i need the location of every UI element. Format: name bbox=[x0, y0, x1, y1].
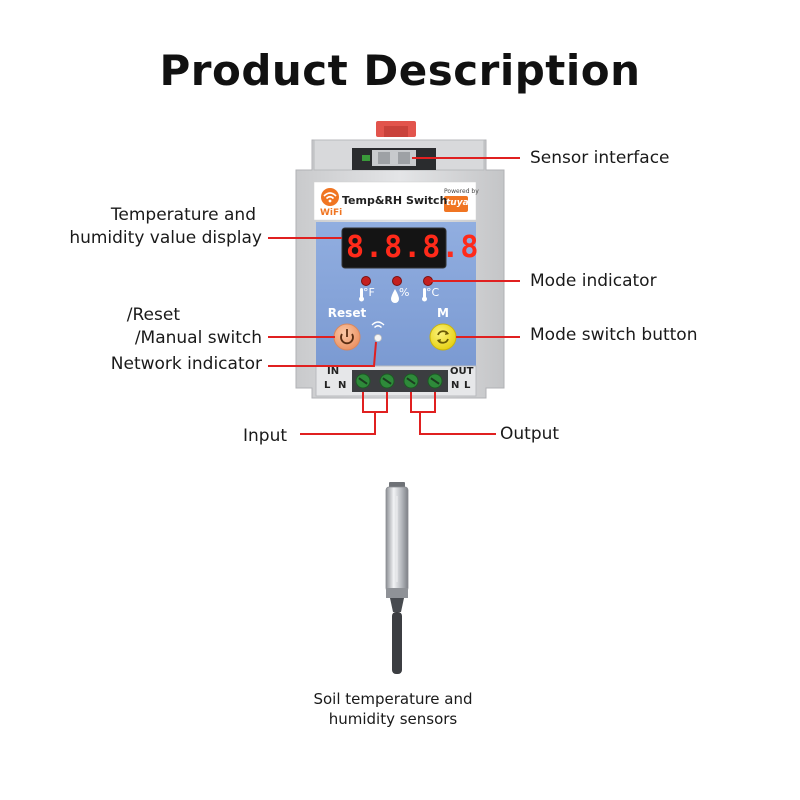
mode-button bbox=[429, 323, 457, 351]
output-label: Output bbox=[500, 424, 560, 444]
unit-fahrenheit-label: °F bbox=[363, 286, 375, 299]
digital-display bbox=[341, 227, 447, 269]
power-icon bbox=[340, 333, 354, 345]
led-humidity bbox=[392, 276, 402, 286]
network-indicator-label: Network indicator bbox=[110, 354, 262, 374]
tuya-logo bbox=[444, 196, 468, 212]
sensor-interface-label: Sensor interface bbox=[530, 148, 670, 168]
network-wifi-icon bbox=[371, 321, 385, 326]
device-brand-name: Temp&RH Switch bbox=[342, 194, 448, 207]
terminal-screws bbox=[355, 373, 443, 389]
unit-humidity-label: % bbox=[399, 286, 410, 299]
sensor-caption-line2: humidity sensors bbox=[328, 710, 458, 728]
powered-by-label: Powered by bbox=[444, 188, 479, 195]
sensor-caption-line1: Soil temperature and bbox=[313, 690, 473, 708]
leader-lines bbox=[268, 157, 520, 435]
display-label-line2: humidity value display bbox=[69, 228, 262, 248]
thermometer-icon bbox=[360, 288, 363, 298]
page-title: Product Description bbox=[159, 46, 641, 95]
input-label: Input bbox=[243, 426, 288, 446]
mode-button-label: M bbox=[437, 306, 449, 320]
terminal-out-l-label: L bbox=[464, 380, 471, 391]
mode-switch-label: Mode switch button bbox=[530, 325, 698, 345]
unit-celsius-label: °C bbox=[426, 286, 440, 299]
terminal-in-n-label: N bbox=[338, 380, 347, 391]
reset-label-line2: /Manual switch bbox=[134, 328, 262, 348]
thermometer-icon bbox=[423, 288, 426, 298]
reset-label-line1: /Reset bbox=[126, 305, 180, 325]
led-fahrenheit bbox=[361, 276, 371, 286]
soil-sensor-probe bbox=[385, 482, 409, 674]
network-led bbox=[374, 334, 382, 342]
droplet-icon bbox=[391, 289, 399, 303]
display-label-line1: Temperature and bbox=[110, 205, 256, 225]
device-wifi-label: WiFi bbox=[320, 208, 343, 218]
terminal-in-l-label: L bbox=[324, 380, 331, 391]
terminal-out-n-label: N bbox=[451, 380, 460, 391]
mode-indicator-label: Mode indicator bbox=[530, 271, 657, 291]
reset-button-label: Reset bbox=[327, 306, 367, 320]
display-digits: 8.8.8.8 bbox=[346, 230, 480, 265]
tuya-logo-text: tuya bbox=[446, 198, 469, 208]
terminal-in-label: IN bbox=[327, 366, 340, 377]
terminal-out-label: OUT bbox=[450, 366, 474, 377]
